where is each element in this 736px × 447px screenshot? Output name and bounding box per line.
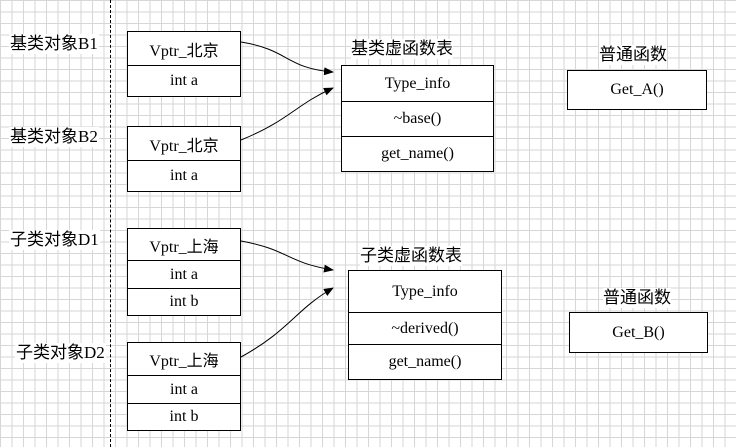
member-field: int a xyxy=(128,261,240,289)
divider-dashed-line xyxy=(110,0,111,447)
vtable-entry: Type_info xyxy=(349,271,501,313)
vptr-field: Vptr_上海 xyxy=(128,343,240,376)
object-box-d2: Vptr_上海 int a int b xyxy=(127,342,241,431)
object-box-d1: Vptr_上海 int a int b xyxy=(127,228,241,316)
vtable-entry: get_name() xyxy=(381,145,454,162)
vtable-entry: Type_info xyxy=(342,66,493,102)
base-vtable: Type_info ~base() get_name() xyxy=(341,65,494,172)
normal-function-b-box: Get_B() xyxy=(569,312,708,353)
object-label-b2: 基类对象B2 xyxy=(9,127,99,147)
normal-function-b: Get_B() xyxy=(612,323,665,341)
object-label-b1: 基类对象B1 xyxy=(9,34,99,54)
vptr-field: Vptr_北京 xyxy=(128,127,240,161)
member-field: int b xyxy=(169,408,199,425)
normal-function-b-title: 普通函数 xyxy=(603,288,671,308)
arrow-d1-to-derived-vtable xyxy=(240,240,334,273)
normal-function-a-box: Get_A() xyxy=(567,70,707,110)
member-field: int a xyxy=(170,167,198,184)
arrow-d2-to-derived-vtable xyxy=(240,287,334,358)
member-field: int a xyxy=(128,376,240,404)
base-vtable-title: 基类虚函数表 xyxy=(351,39,453,59)
arrow-b2-to-base-vtable xyxy=(240,87,334,141)
normal-function-a-title: 普通函数 xyxy=(599,45,667,65)
arrow-b1-to-base-vtable xyxy=(240,41,334,76)
normal-function-a: Get_A() xyxy=(610,81,664,98)
vtable-entry: ~derived() xyxy=(349,313,501,345)
object-label-d2: 子类对象D2 xyxy=(15,343,106,363)
vptr-field: Vptr_上海 xyxy=(128,229,240,261)
object-label-d1: 子类对象D1 xyxy=(9,230,100,250)
vtable-entry: ~base() xyxy=(342,102,493,137)
member-field: int b xyxy=(169,293,199,310)
member-field: int a xyxy=(170,72,198,89)
object-box-b2: Vptr_北京 int a xyxy=(127,126,241,192)
object-box-b1: Vptr_北京 int a xyxy=(127,31,241,97)
vptr-field: Vptr_北京 xyxy=(128,32,240,66)
derived-vtable: Type_info ~derived() get_name() xyxy=(348,270,502,380)
derived-vtable-title: 子类虚函数表 xyxy=(360,246,462,266)
vtable-entry: get_name() xyxy=(388,353,462,370)
